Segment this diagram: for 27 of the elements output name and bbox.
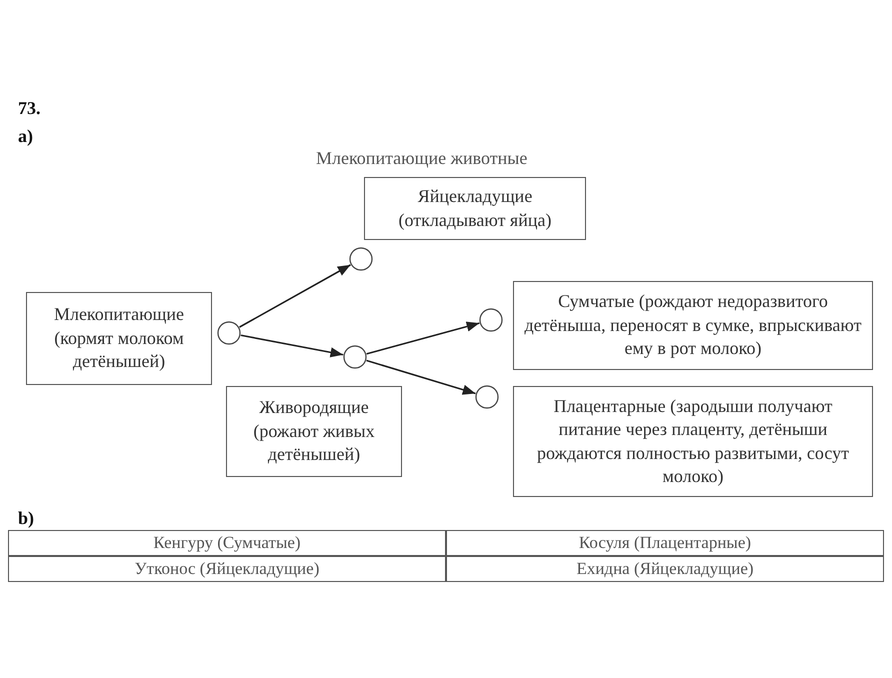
circle-node [475, 385, 499, 409]
part-label: а) [18, 126, 33, 147]
box-text: Яйцекладущие (откладывают яйца) [398, 185, 552, 232]
table-cell: Утконос (Яйцекладущие) [8, 556, 446, 582]
box-text: Сумчатые (рождают недоразвитого детёныша, переносят в сумке, впрыскивают ему в рот молоко) [523, 290, 863, 360]
category-box [364, 177, 586, 240]
arrow [239, 264, 351, 328]
circle-node [217, 321, 241, 345]
table-cell: Кенгуру (Сумчатые) [8, 530, 446, 556]
arrow [366, 322, 480, 355]
box-text: Живородящие (рожают живых детёнышей) [252, 396, 376, 466]
table-cell: Ехидна (Яйцекладущие) [446, 556, 884, 582]
category-box [513, 386, 873, 497]
arrow [240, 334, 344, 358]
category-box [513, 281, 873, 370]
category-box [26, 292, 212, 385]
category-box [226, 386, 402, 477]
circle-node [343, 345, 367, 369]
box-text: Плацентарные (зародыши получают питание через плаценту, детёныши рождаются полностью развитыми, сосут молоко) [536, 394, 850, 488]
table-cell: Косуля (Плацентарные) [446, 530, 884, 556]
arrow [366, 360, 476, 395]
circle-node [349, 247, 373, 271]
circle-node [479, 308, 503, 332]
diagram-title: Млекопитающие животные [316, 148, 528, 169]
number-label: 73. [18, 98, 40, 119]
box-text: Млекопитающие (кормят молоком детёнышей) [52, 303, 186, 374]
part-label: b) [18, 508, 34, 529]
